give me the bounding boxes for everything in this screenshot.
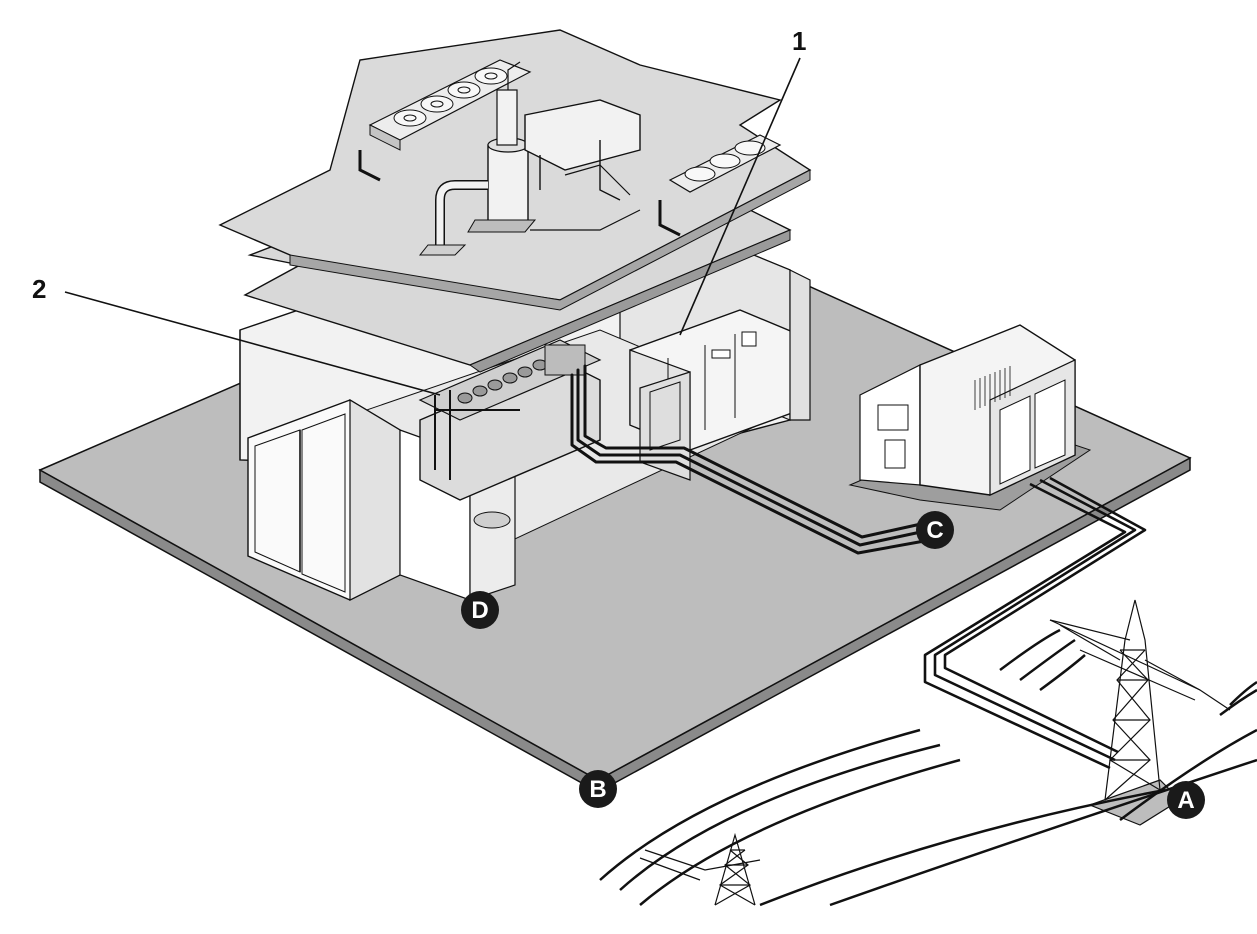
marker-D: D [461,591,499,629]
marker-A: A [1167,781,1205,819]
pylon-secondary [639,832,761,906]
roof-plate [218,29,812,311]
cable-to-C [570,364,932,555]
pylon-main [1049,599,1231,826]
svg-text:C: C [926,517,943,544]
svg-text:A: A [1177,787,1194,814]
marker-B: B [579,770,617,808]
roof-cooler-left [358,59,532,182]
roof-cooler-right [658,134,782,237]
callout-leaders [64,57,801,396]
cooler-cabinet [247,398,401,601]
engine-generator [418,339,602,501]
callout-2: 2 [32,274,46,304]
exhaust-system [418,61,641,256]
marker-C: C [916,511,954,549]
callout-1: 1 [792,26,806,56]
control-panels [629,309,801,481]
svg-text:B: B [589,776,606,803]
substation [848,324,1092,511]
cable-to-A [923,476,1147,770]
svg-text:D: D [471,597,488,624]
